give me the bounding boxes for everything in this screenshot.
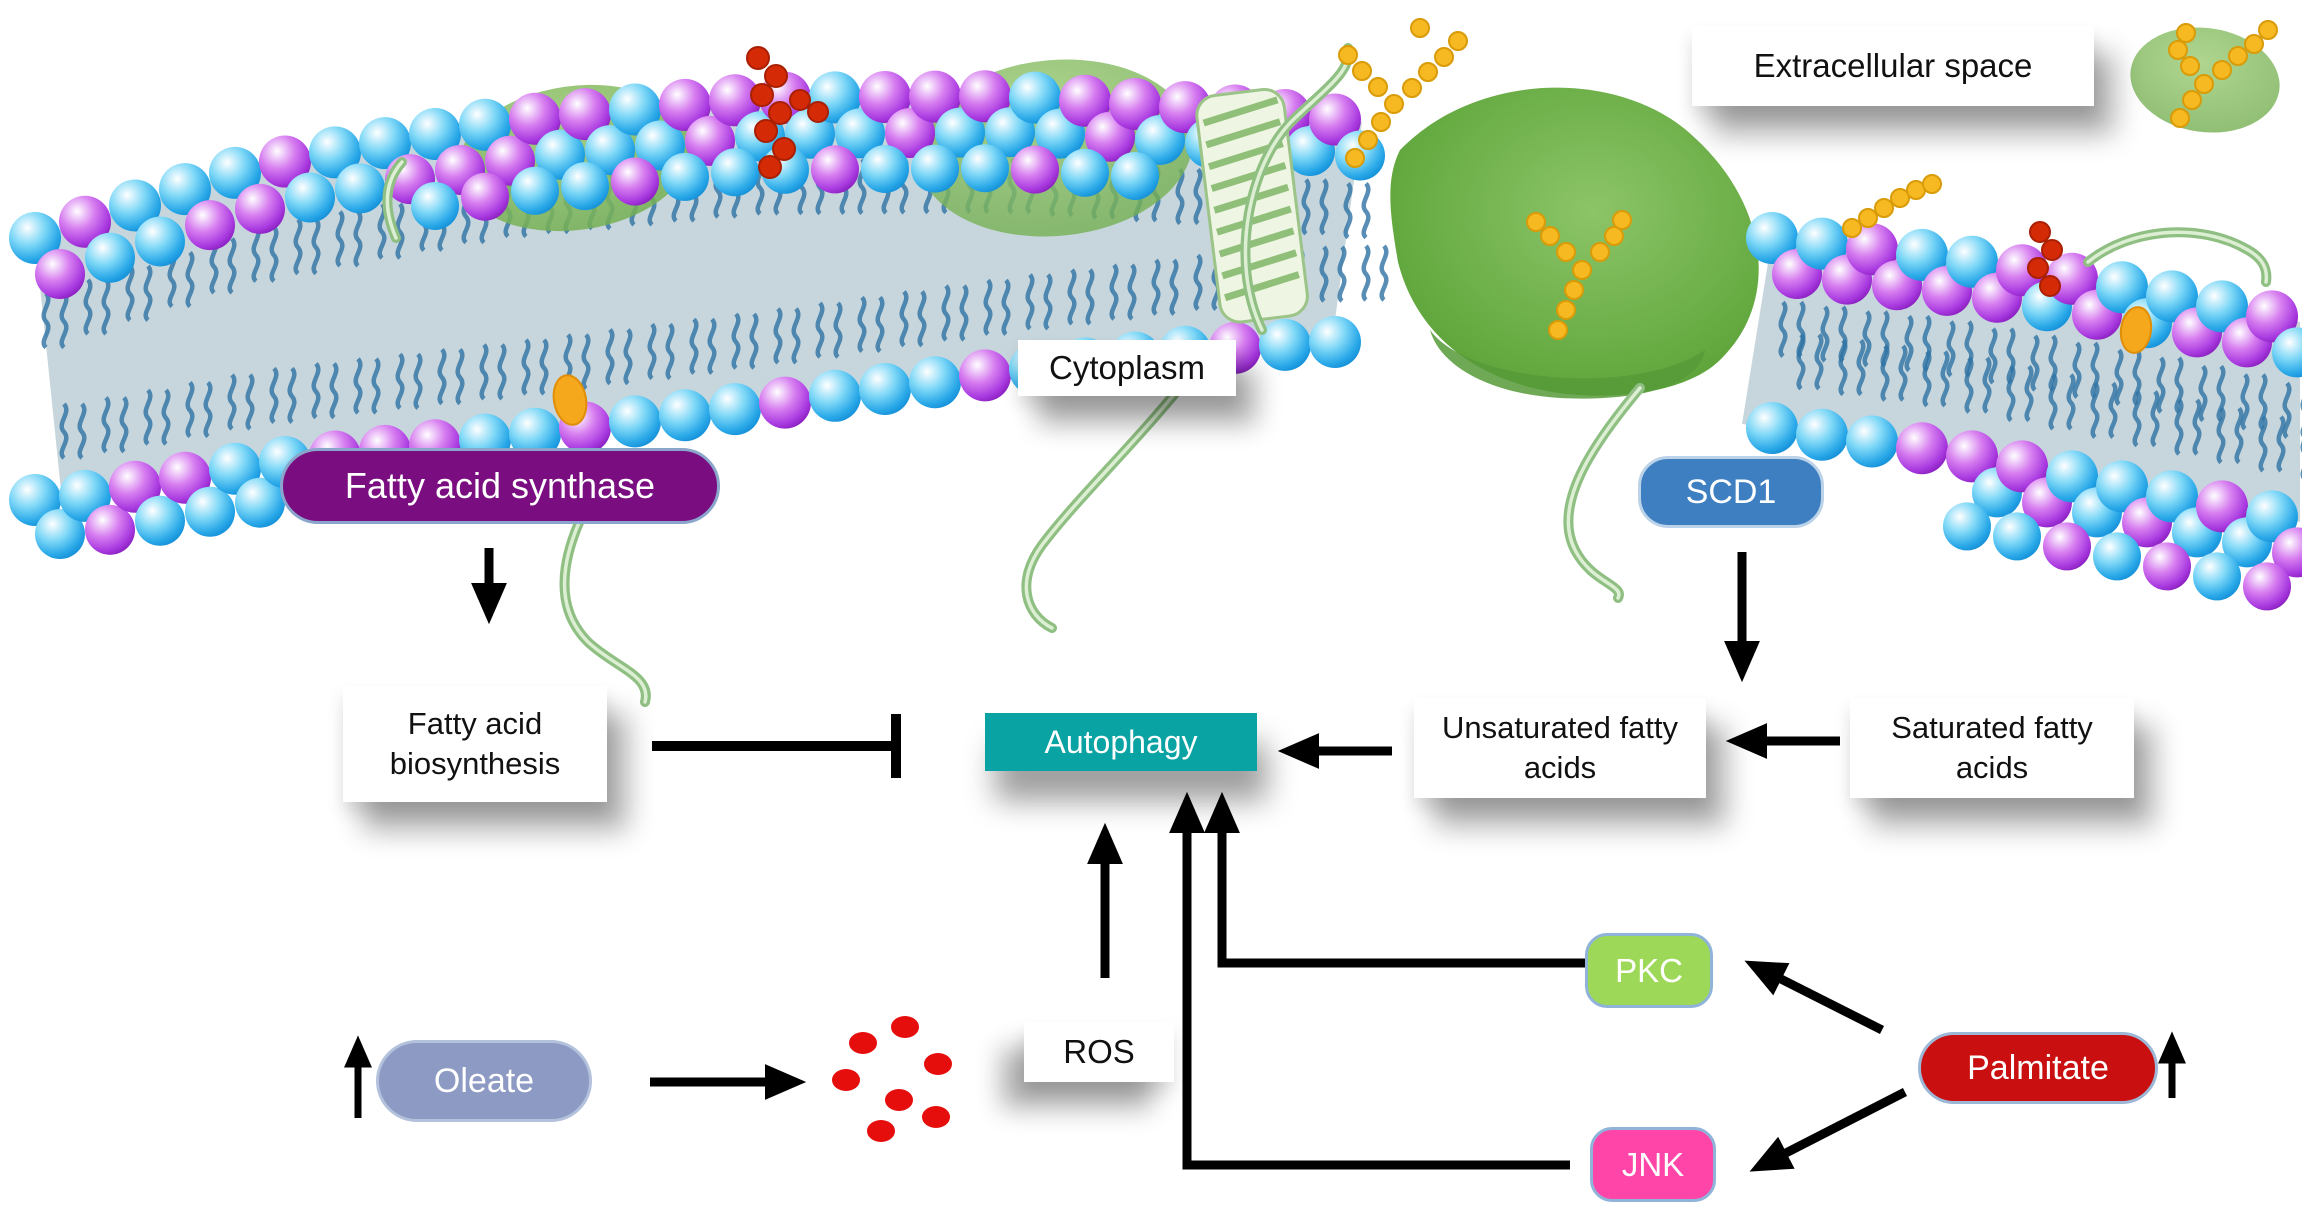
- scd1-text: SCD1: [1685, 472, 1777, 511]
- unsat-line1: Unsaturated fatty: [1441, 710, 1679, 745]
- node-ros: ROS: [1024, 1022, 1174, 1082]
- extracellular-space-label: Extracellular space: [1692, 26, 2094, 106]
- fab-line1: Fatty acid: [407, 706, 543, 741]
- sat-line2: acids: [1955, 750, 2029, 785]
- yellow-glycan-chains: [552, 18, 2278, 426]
- arrow-palmitate-to-pkc: [1744, 960, 1885, 1035]
- node-fatty-acid-biosynthesis: Fatty acid biosynthesis: [343, 686, 607, 802]
- cytoplasm-text: Cytoplasm: [1049, 349, 1205, 386]
- node-autophagy: Autophagy: [985, 713, 1257, 771]
- arrow-pkc-to-autophagy: [1204, 791, 1585, 968]
- node-pkc: PKC: [1585, 933, 1713, 1008]
- membrane-strands: [382, 43, 2272, 707]
- node-unsaturated-fatty-acids: Unsaturated fatty acids: [1414, 698, 1706, 798]
- arrow-palmitate-to-jnk: [1749, 1087, 1908, 1172]
- autophagy-text: Autophagy: [1044, 723, 1198, 760]
- ros-text: ROS: [1063, 1033, 1135, 1070]
- oleate-text: Oleate: [433, 1061, 535, 1100]
- fab-line2: biosynthesis: [389, 746, 561, 781]
- arrow-jnk-to-autophagy: [1169, 791, 1570, 1170]
- unsat-line2: acids: [1523, 750, 1597, 785]
- node-scd1: SCD1: [1638, 456, 1824, 528]
- sat-line1: Saturated fatty: [1891, 710, 2093, 745]
- node-palmitate: Palmitate: [1918, 1032, 2158, 1104]
- node-oleate: Oleate: [376, 1040, 592, 1122]
- fatty-acid-synthase-text: Fatty acid synthase: [344, 465, 656, 506]
- lipid-droplets: [832, 1016, 952, 1142]
- inhibition-biosynthesis-to-autophagy: [652, 714, 901, 778]
- palmitate-text: Palmitate: [1967, 1048, 2109, 1087]
- red-glycan-chains: [746, 46, 2063, 297]
- node-fatty-acid-synthase: Fatty acid synthase: [280, 448, 720, 524]
- jnk-text: JNK: [1621, 1145, 1685, 1183]
- node-jnk: JNK: [1590, 1127, 1716, 1202]
- scd1-protein-blob: [1390, 87, 1759, 399]
- node-saturated-fatty-acids: Saturated fatty acids: [1850, 698, 2134, 798]
- cytoplasm-label: Cytoplasm: [1018, 340, 1236, 396]
- extracellular-space-text: Extracellular space: [1753, 47, 2033, 84]
- pkc-text: PKC: [1615, 951, 1683, 989]
